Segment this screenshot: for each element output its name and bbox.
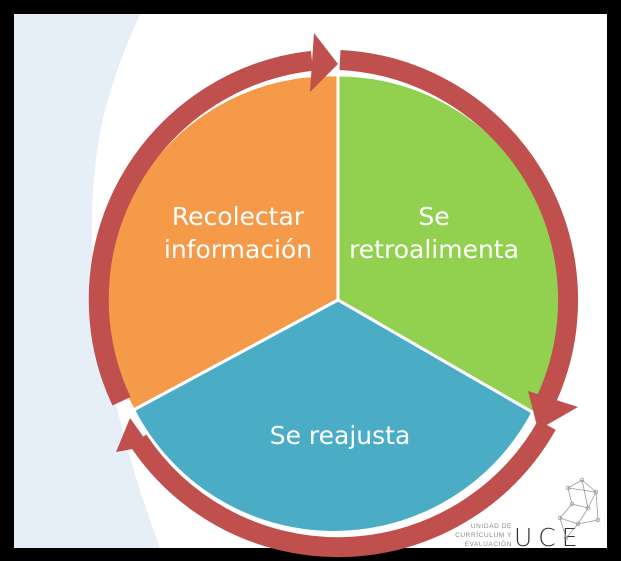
logo-line2: CURRÍCULUM Y bbox=[455, 530, 512, 539]
label-recolectar-line1: Recolectar bbox=[172, 202, 305, 231]
arrowhead-left bbox=[116, 418, 150, 452]
cycle-arrows bbox=[88, 50, 579, 558]
label-retroalimenta-line2: retroalimenta bbox=[349, 235, 519, 264]
arrowhead-top bbox=[310, 33, 338, 92]
label-reajusta: Se reajusta bbox=[270, 421, 411, 450]
cycle-arrow-bottom bbox=[129, 420, 556, 558]
label-recolectar-line2: información bbox=[164, 235, 312, 264]
cycle-arrow-right bbox=[339, 50, 579, 405]
segment-reajusta bbox=[131, 298, 535, 535]
logo-line3: EVALUACIÓN bbox=[465, 539, 512, 548]
label-retroalimenta-line1: Se bbox=[418, 202, 449, 231]
background-wave bbox=[14, 14, 160, 548]
arrowhead-right bbox=[528, 391, 578, 430]
logo-line1: UNIDAD DE bbox=[471, 523, 512, 530]
network-icon bbox=[557, 477, 601, 541]
logo-acronym: UCE bbox=[514, 523, 584, 552]
cycle-arrow-top bbox=[88, 50, 314, 406]
uce-logo: UNIDAD DE CURRÍCULUM Y EVALUACIÓN UCE bbox=[455, 477, 601, 552]
